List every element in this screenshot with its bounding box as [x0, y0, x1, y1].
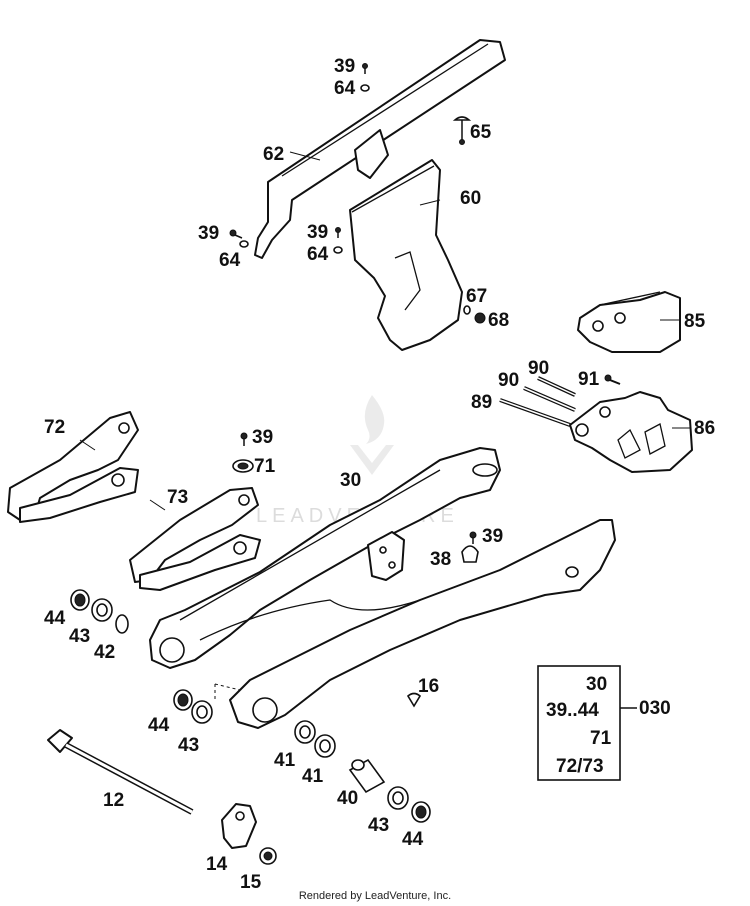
screw-39-left: [229, 229, 243, 239]
kit-line-1: 30: [586, 674, 607, 695]
swingarm-30: [149, 447, 616, 729]
clamp-38: [461, 545, 479, 563]
chain-slider-73: [129, 487, 261, 591]
callout-39-left: 39: [198, 223, 219, 244]
chain-slider-72: [7, 411, 139, 523]
kit-line-3: 71: [590, 728, 612, 749]
callout-44-right: 44: [402, 829, 424, 850]
nut-15: [259, 847, 277, 865]
callout-38: 38: [430, 549, 451, 570]
washer-64-mid: [333, 246, 343, 254]
callout-30: 30: [340, 470, 361, 491]
callout-44-mid: 44: [148, 715, 170, 736]
callout-44-left: 44: [44, 608, 66, 629]
callout-73: 73: [167, 487, 188, 508]
kit-number: 030: [639, 698, 671, 719]
callouts: 39 64 65 62 60 39 64 39 64 67 68 85 90 9…: [44, 56, 715, 893]
chain-guide-85: [577, 291, 681, 353]
callout-41a: 41: [274, 750, 296, 771]
callout-90a: 90: [528, 358, 549, 379]
washer-67: [463, 305, 471, 315]
callout-62: 62: [263, 144, 284, 165]
callout-64-top: 64: [334, 78, 356, 99]
bearing-43-right: [387, 786, 409, 810]
callout-43-mid: 43: [178, 735, 199, 756]
screw-39-38: [469, 531, 477, 544]
rivet-65: [452, 116, 472, 145]
callout-39-top: 39: [334, 56, 355, 77]
callout-68: 68: [488, 310, 509, 331]
watermark-logo: [350, 395, 394, 475]
leader-lines: [79, 151, 690, 511]
plug-16: [406, 692, 422, 708]
plate-14: [221, 803, 257, 849]
callout-64-left: 64: [219, 250, 241, 271]
callout-40: 40: [337, 788, 358, 809]
washer-64-left: [239, 240, 249, 248]
screw-39-top: [362, 63, 368, 74]
seal-44-mid: [173, 689, 193, 711]
callout-14: 14: [206, 854, 228, 875]
bearing-43-mid: [191, 700, 213, 724]
screw-39-71: [240, 432, 248, 446]
callout-39-mid: 39: [307, 222, 328, 243]
callout-90b: 90: [498, 370, 519, 391]
callout-41b: 41: [302, 766, 324, 787]
callout-39-38: 39: [482, 526, 503, 547]
kit-line-2: 39..44: [546, 700, 599, 721]
callout-43-left: 43: [69, 626, 90, 647]
callout-86: 86: [694, 418, 715, 439]
callout-16: 16: [418, 676, 439, 697]
bearing-41b: [314, 734, 336, 758]
kit-box: 30 39..44 71 72/73 030: [537, 665, 671, 781]
callout-43-right: 43: [368, 815, 389, 836]
screw-39-mid: [335, 227, 341, 238]
callout-15: 15: [240, 872, 262, 893]
footer-credit: Rendered by LeadVenture, Inc.: [298, 890, 452, 902]
callout-91: 91: [578, 369, 600, 390]
callout-67: 67: [466, 286, 487, 307]
seal-44-right: [411, 801, 431, 823]
callout-89: 89: [471, 392, 492, 413]
chain-guide-86: [569, 391, 693, 473]
bearing-43-left: [91, 598, 113, 622]
callout-39-71: 39: [252, 427, 273, 448]
washer-64-top: [360, 84, 370, 92]
callout-42: 42: [94, 642, 115, 663]
seal-44-left: [70, 589, 90, 611]
bolts-89-90: [499, 376, 576, 427]
nut-68: [474, 312, 486, 324]
kit-line-4: 72/73: [556, 756, 604, 777]
callout-85: 85: [684, 311, 706, 332]
screw-91: [604, 374, 621, 385]
callout-72: 72: [44, 417, 65, 438]
chain-guard-upper: [254, 39, 506, 259]
bearing-41a: [294, 720, 316, 744]
callout-64-mid: 64: [307, 244, 329, 265]
washer-42: [115, 614, 129, 634]
cap-71: [232, 459, 254, 473]
sleeve-40: [348, 758, 386, 794]
callout-60: 60: [460, 188, 481, 209]
callout-12: 12: [103, 790, 124, 811]
callout-71: 71: [254, 456, 276, 477]
pivot-bolt-12: [47, 729, 194, 815]
callout-65: 65: [470, 122, 492, 143]
sprocket-guard: [349, 159, 463, 351]
